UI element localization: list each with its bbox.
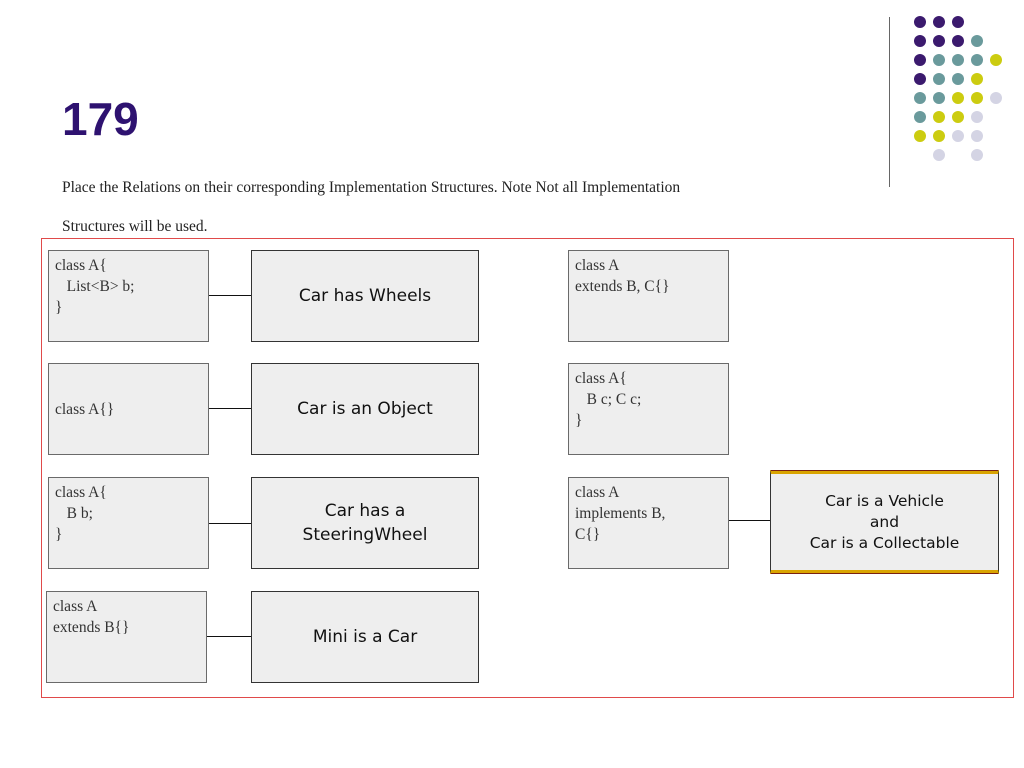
decorative-dot xyxy=(914,54,926,66)
relation-label: Car has a xyxy=(324,501,406,521)
decorative-dot xyxy=(933,92,945,104)
connector-line xyxy=(207,636,251,637)
relation-label: Car is a Vehicle xyxy=(825,491,944,510)
decorative-dot xyxy=(952,130,964,142)
decorative-dot xyxy=(933,73,945,85)
connector-line xyxy=(209,523,251,524)
relation-label: Car is an Object xyxy=(297,399,433,419)
decorative-dot xyxy=(952,73,964,85)
code-block-implements[interactable]: class A implements B, C{} xyxy=(568,477,729,569)
decorative-dot xyxy=(952,92,964,104)
relation-label: Car has Wheels xyxy=(298,286,432,306)
decorative-dot xyxy=(933,111,945,123)
code-block-list[interactable]: class A{ List<B> b; } xyxy=(48,250,209,342)
relation-car-is-an-object[interactable]: Car is an Object xyxy=(251,363,479,455)
code-line: } xyxy=(55,299,63,316)
relation-label: Mini is a Car xyxy=(312,627,418,647)
decorative-dot xyxy=(952,54,964,66)
decorative-dot xyxy=(914,73,926,85)
relation-mini-is-a-car[interactable]: Mini is a Car xyxy=(251,591,479,683)
code-line: class A{} xyxy=(55,400,115,418)
decorative-dot xyxy=(933,54,945,66)
decorative-dot xyxy=(914,92,926,104)
code-line: B b; xyxy=(55,505,93,522)
code-line: B c; C c; xyxy=(575,391,642,408)
code-line: class A{ xyxy=(55,257,107,274)
connector-line xyxy=(209,295,251,296)
decorative-dot xyxy=(914,16,926,28)
decorative-dot xyxy=(990,92,1002,104)
decorative-dot xyxy=(971,92,983,104)
decorative-dot xyxy=(914,130,926,142)
decorative-dot xyxy=(933,16,945,28)
instruction-line-2: Structures will be used. xyxy=(62,218,208,235)
code-line: } xyxy=(55,526,63,543)
code-line: class A xyxy=(53,598,98,615)
relation-car-has-wheels[interactable]: Car has Wheels xyxy=(251,250,479,342)
decorative-dot xyxy=(952,35,964,47)
decorative-dot xyxy=(971,35,983,47)
code-block-empty-class[interactable]: class A{} xyxy=(48,363,209,455)
connector-line xyxy=(729,520,770,521)
instruction-line-1: Place the Relations on their correspondi… xyxy=(62,179,681,196)
code-line: implements B, xyxy=(575,505,666,522)
code-block-field[interactable]: class A{ B b; } xyxy=(48,477,209,569)
code-line: class A xyxy=(575,484,620,501)
decorative-dot-grid xyxy=(914,16,1002,161)
decorative-dot xyxy=(914,35,926,47)
divider-line xyxy=(889,17,890,187)
code-line: extends B, C{} xyxy=(575,278,670,295)
decorative-dot xyxy=(933,130,945,142)
decorative-dot xyxy=(971,54,983,66)
code-line: class A xyxy=(575,257,620,274)
code-block-two-fields[interactable]: class A{ B c; C c; } xyxy=(568,363,729,455)
relation-vehicle-and-collectable[interactable]: Car is a Vehicle and Car is a Collectabl… xyxy=(770,470,999,574)
exercise-frame xyxy=(41,238,1014,698)
slide-number: 179 xyxy=(62,93,139,145)
relation-label: and xyxy=(869,512,900,531)
decorative-dot xyxy=(971,149,983,161)
code-block-extends-multiple[interactable]: class A extends B, C{} xyxy=(568,250,729,342)
connector-line xyxy=(209,408,251,409)
relation-label: SteeringWheel xyxy=(302,525,428,545)
decorative-dot xyxy=(971,111,983,123)
code-block-extends[interactable]: class A extends B{} xyxy=(46,591,207,683)
decorative-dot xyxy=(990,54,1002,66)
decorative-dot xyxy=(933,35,945,47)
relation-label: Car is a Collectable xyxy=(809,533,960,552)
relation-car-has-steering-wheel[interactable]: Car has a SteeringWheel xyxy=(251,477,479,569)
decorative-dot xyxy=(971,130,983,142)
decorative-dot xyxy=(914,111,926,123)
code-line: List<B> b; xyxy=(55,278,135,295)
code-line: class A{ xyxy=(55,484,107,501)
code-line: C{} xyxy=(575,526,601,543)
code-line: extends B{} xyxy=(53,619,130,636)
decorative-dot xyxy=(933,149,945,161)
decorative-dot xyxy=(952,16,964,28)
code-line: } xyxy=(575,412,583,429)
decorative-dot xyxy=(971,73,983,85)
decorative-dot xyxy=(952,111,964,123)
code-line: class A{ xyxy=(575,370,627,387)
